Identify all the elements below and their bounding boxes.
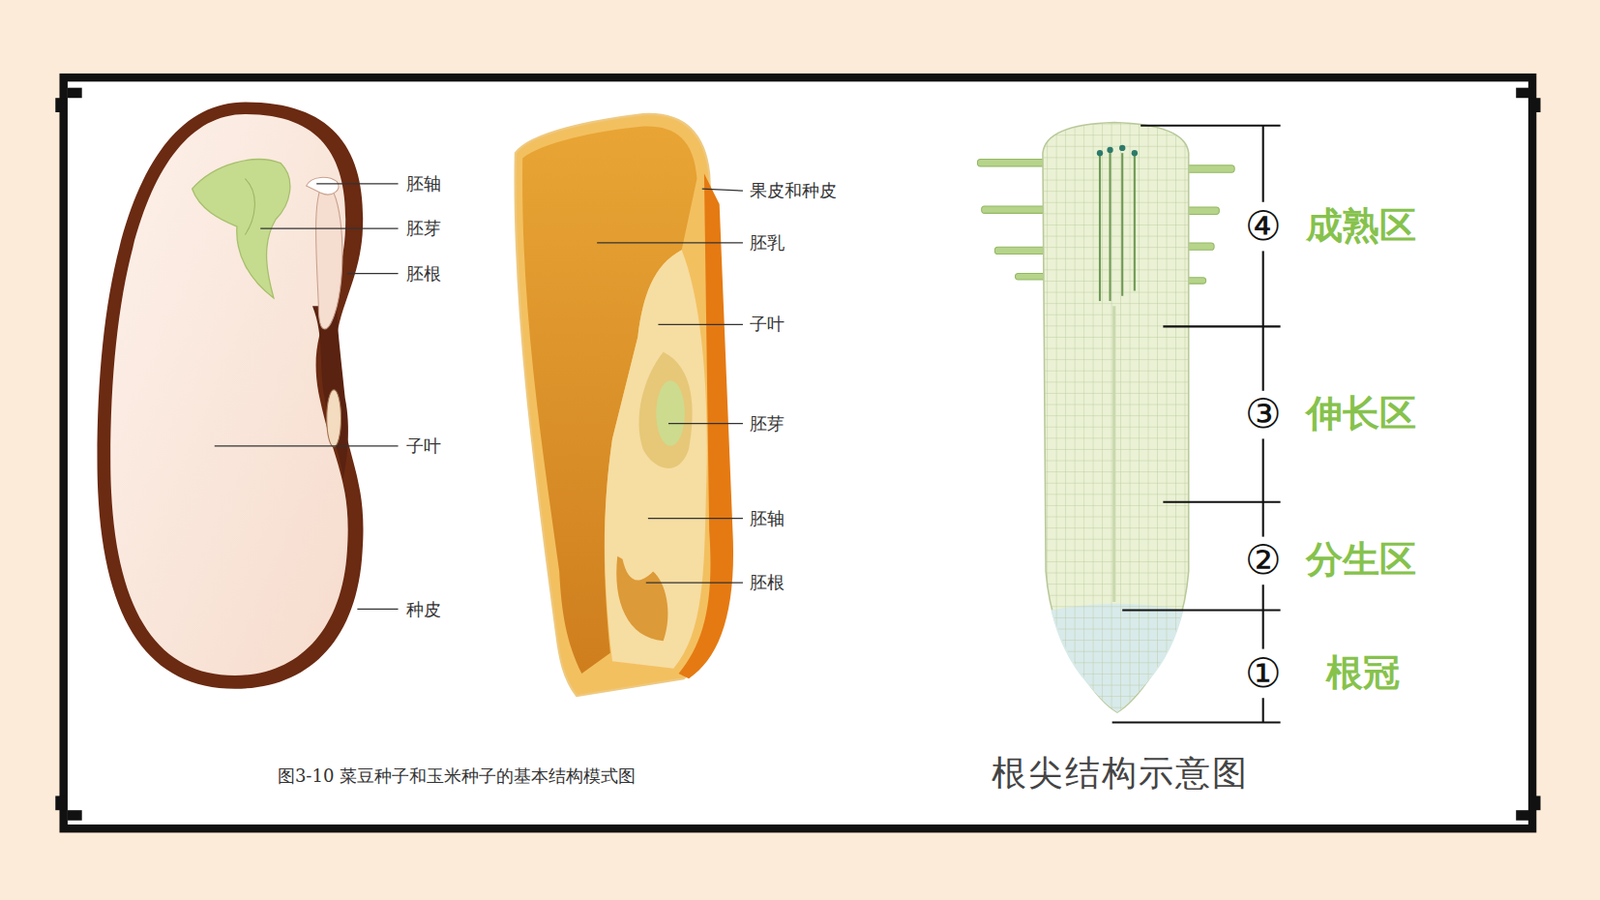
part-label: 胚轴 [406,173,442,195]
callout-number: ① [1244,649,1282,698]
part-label: 胚芽 [749,413,785,435]
figure-caption: 图3-10 菜豆种子和玉米种子的基本结构模式图 [277,765,636,787]
figure-caption: 根尖结构示意图 [991,751,1249,794]
corn-seed [515,114,743,696]
part-label: 子叶 [749,314,785,336]
callout-number: ④ [1244,202,1282,251]
part-label: 果皮和种皮 [749,179,837,202]
root-tip [977,119,1235,717]
callout-number: ② [1244,535,1282,585]
part-label: 胚根 [749,572,785,594]
part-label: 子叶 [406,435,442,457]
zone-label: 根冠 [1326,651,1400,696]
zone-label: 成熟区 [1305,204,1417,249]
part-label: 种皮 [406,598,442,621]
part-label: 胚轴 [749,507,785,530]
part-label: 胚根 [406,263,442,285]
part-label: 胚乳 [749,232,785,254]
bean-seed [97,101,399,688]
zone-label: 分生区 [1305,537,1417,583]
part-label: 胚芽 [406,217,442,239]
zone-label: 伸长区 [1305,391,1417,437]
frame [55,77,1541,829]
callout-number: ③ [1244,389,1282,439]
